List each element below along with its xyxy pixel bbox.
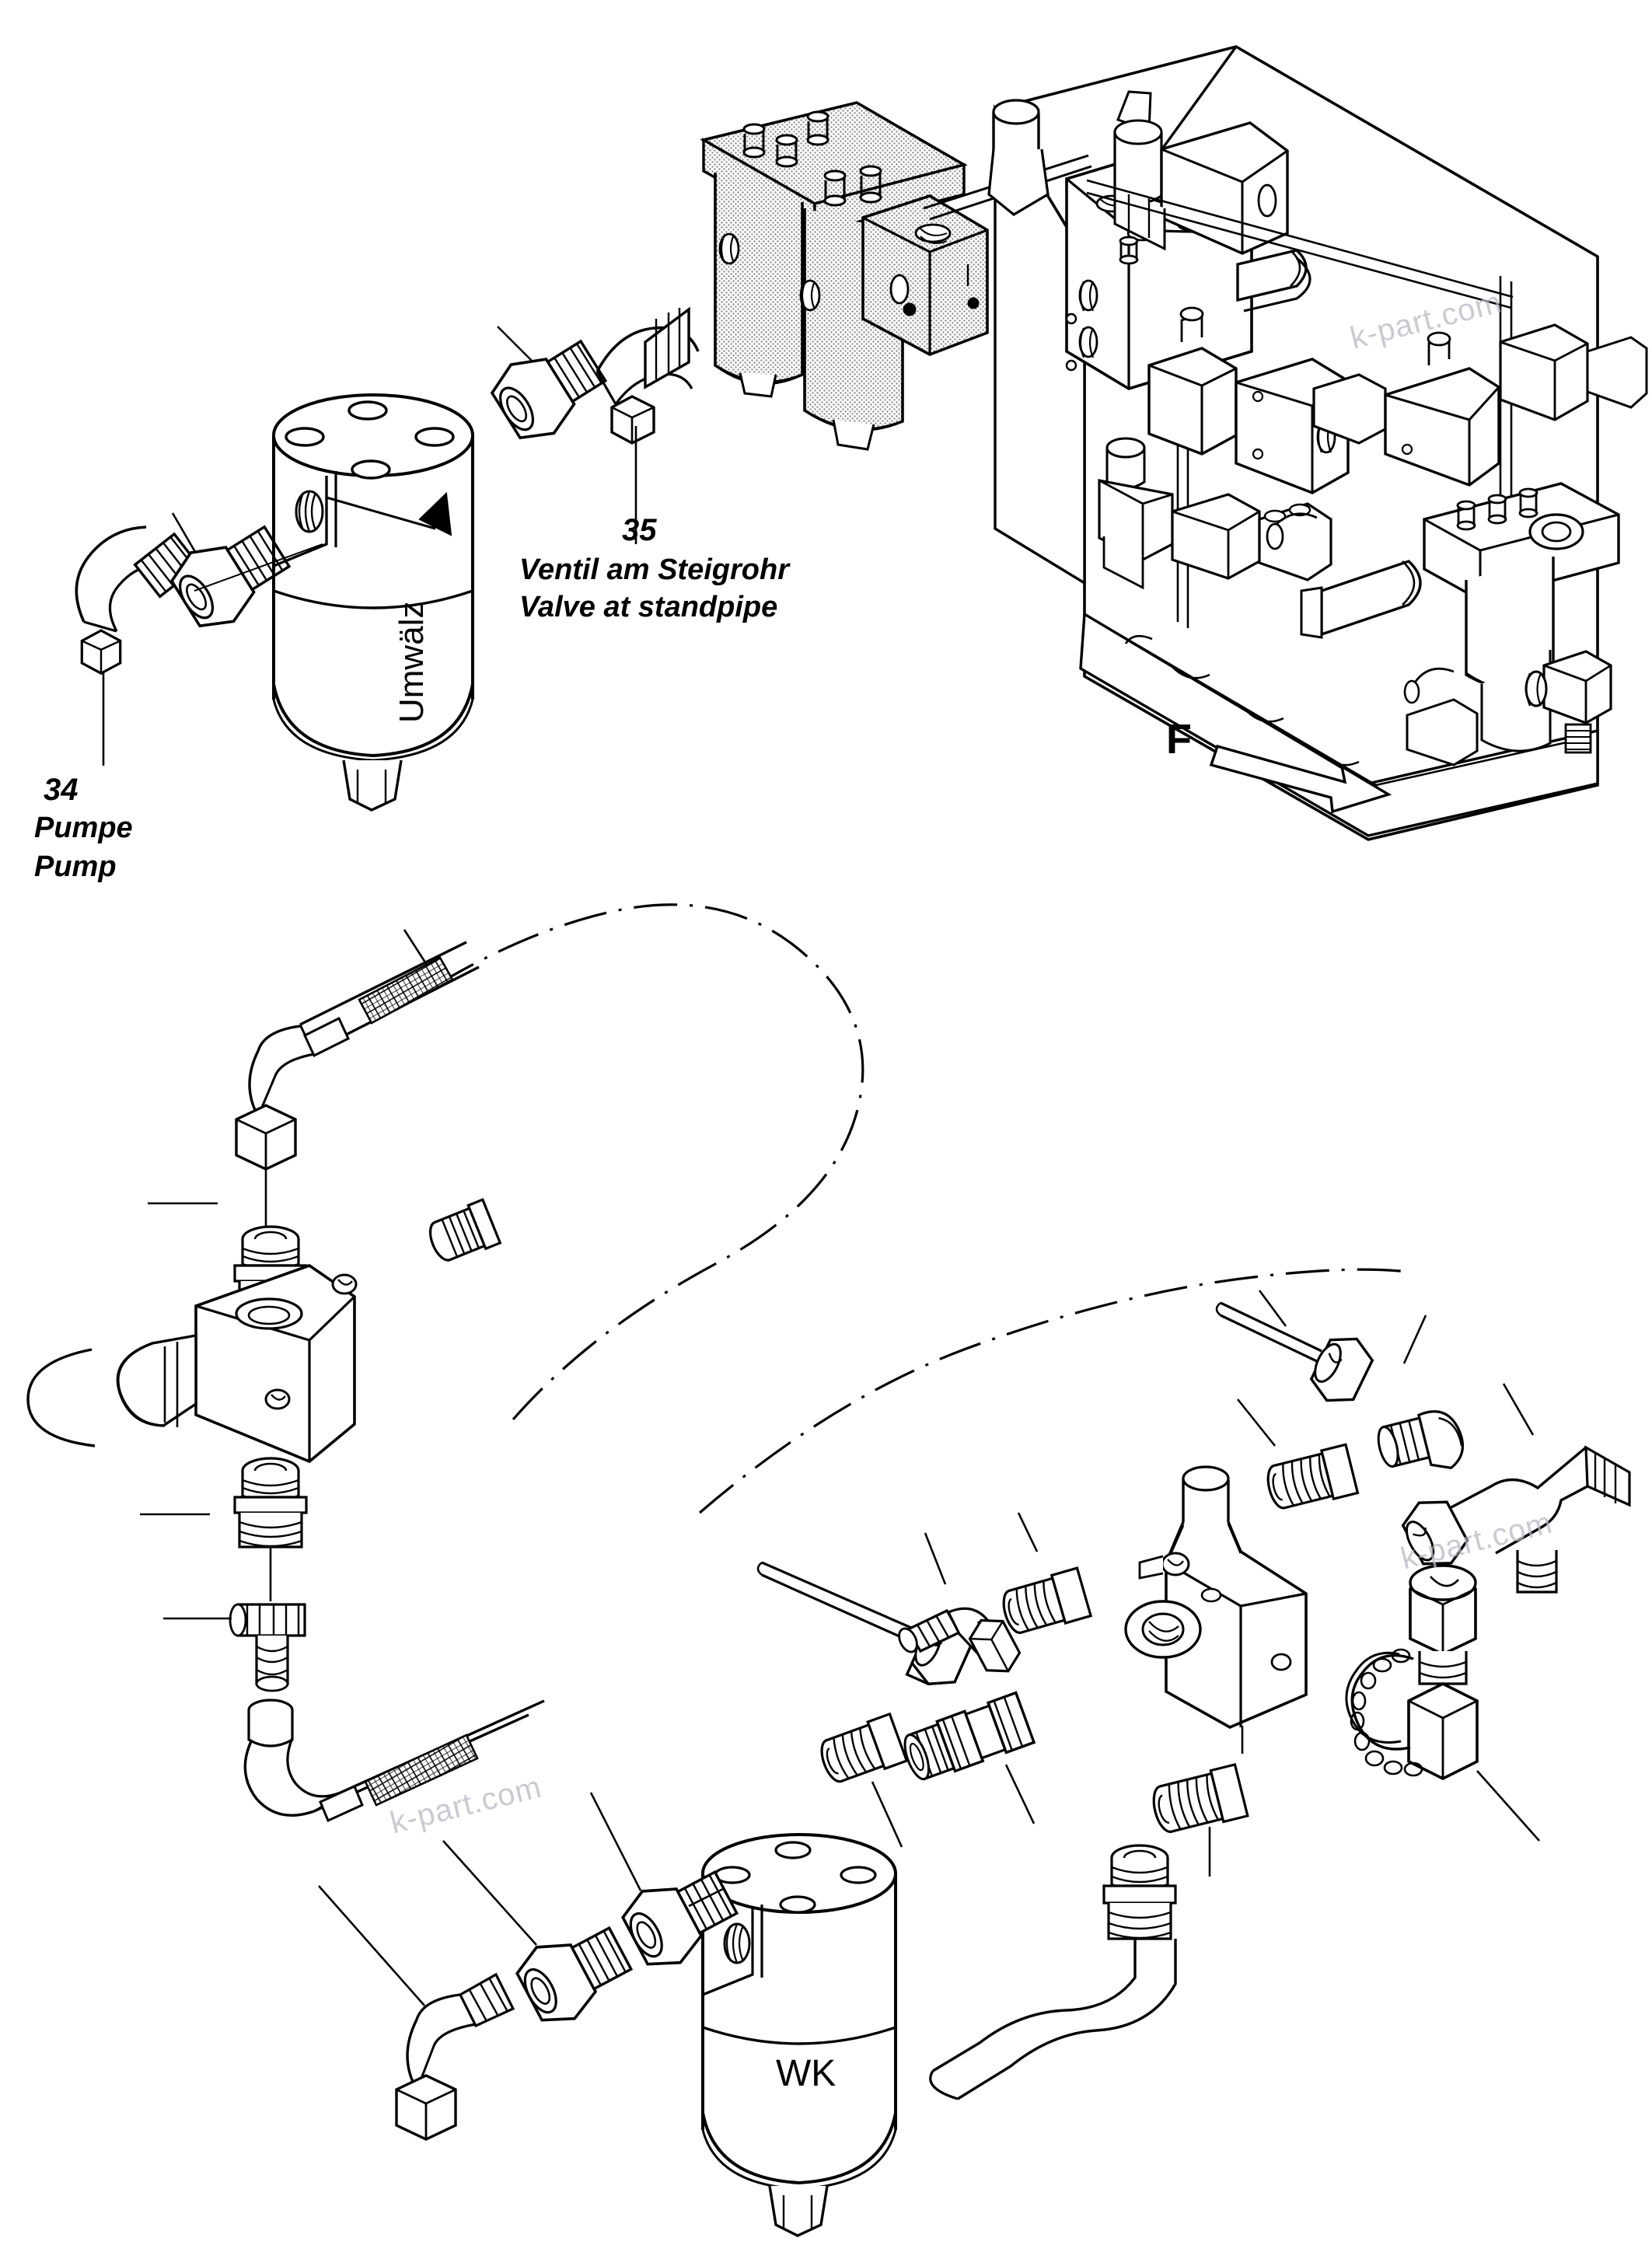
callout-number-34: 34 <box>44 773 79 807</box>
view-direction-marker-f: F <box>1166 716 1192 763</box>
callout-label-pump-en: Pump <box>34 850 117 883</box>
component-label-wk: WK <box>776 2053 836 2094</box>
callout-number-35: 35 <box>622 513 657 547</box>
component-label-umwaelz: Umwälz <box>393 601 431 723</box>
callout-label-pumpe-de: Pumpe <box>34 812 133 844</box>
callout-label-valve-en: Valve at standpipe <box>519 591 778 623</box>
callout-label-ventil-de: Ventil am Steigrohr <box>519 553 789 586</box>
